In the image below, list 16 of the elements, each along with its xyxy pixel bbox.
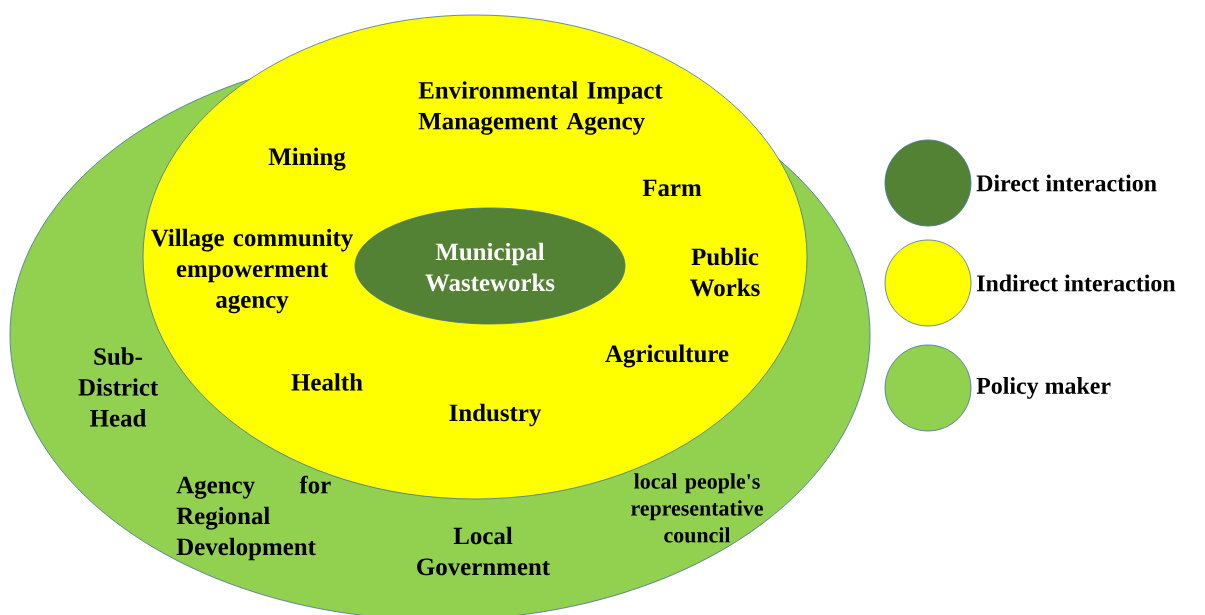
label: Environmental Impact Management Agency	[418, 81, 663, 135]
legend-label: Policy maker	[976, 377, 1111, 399]
label: Health	[291, 373, 363, 391]
label: Public Works	[690, 247, 760, 297]
label: Agriculture	[605, 344, 729, 368]
label: Farm	[642, 179, 702, 197]
legend-label: Indirect interaction	[977, 274, 1176, 292]
label: Mining	[268, 147, 346, 171]
label: Agency for Regional Development	[176, 475, 331, 561]
label: Industry	[449, 403, 542, 427]
label: Village community empowerment agency	[151, 228, 353, 314]
label: Local Government	[417, 526, 550, 576]
label: local people's representative council	[631, 473, 763, 543]
label: Municipal Wasteworks	[425, 242, 555, 292]
label: Sub-District Head	[78, 347, 159, 427]
legend-label: Direct interaction	[976, 174, 1157, 192]
